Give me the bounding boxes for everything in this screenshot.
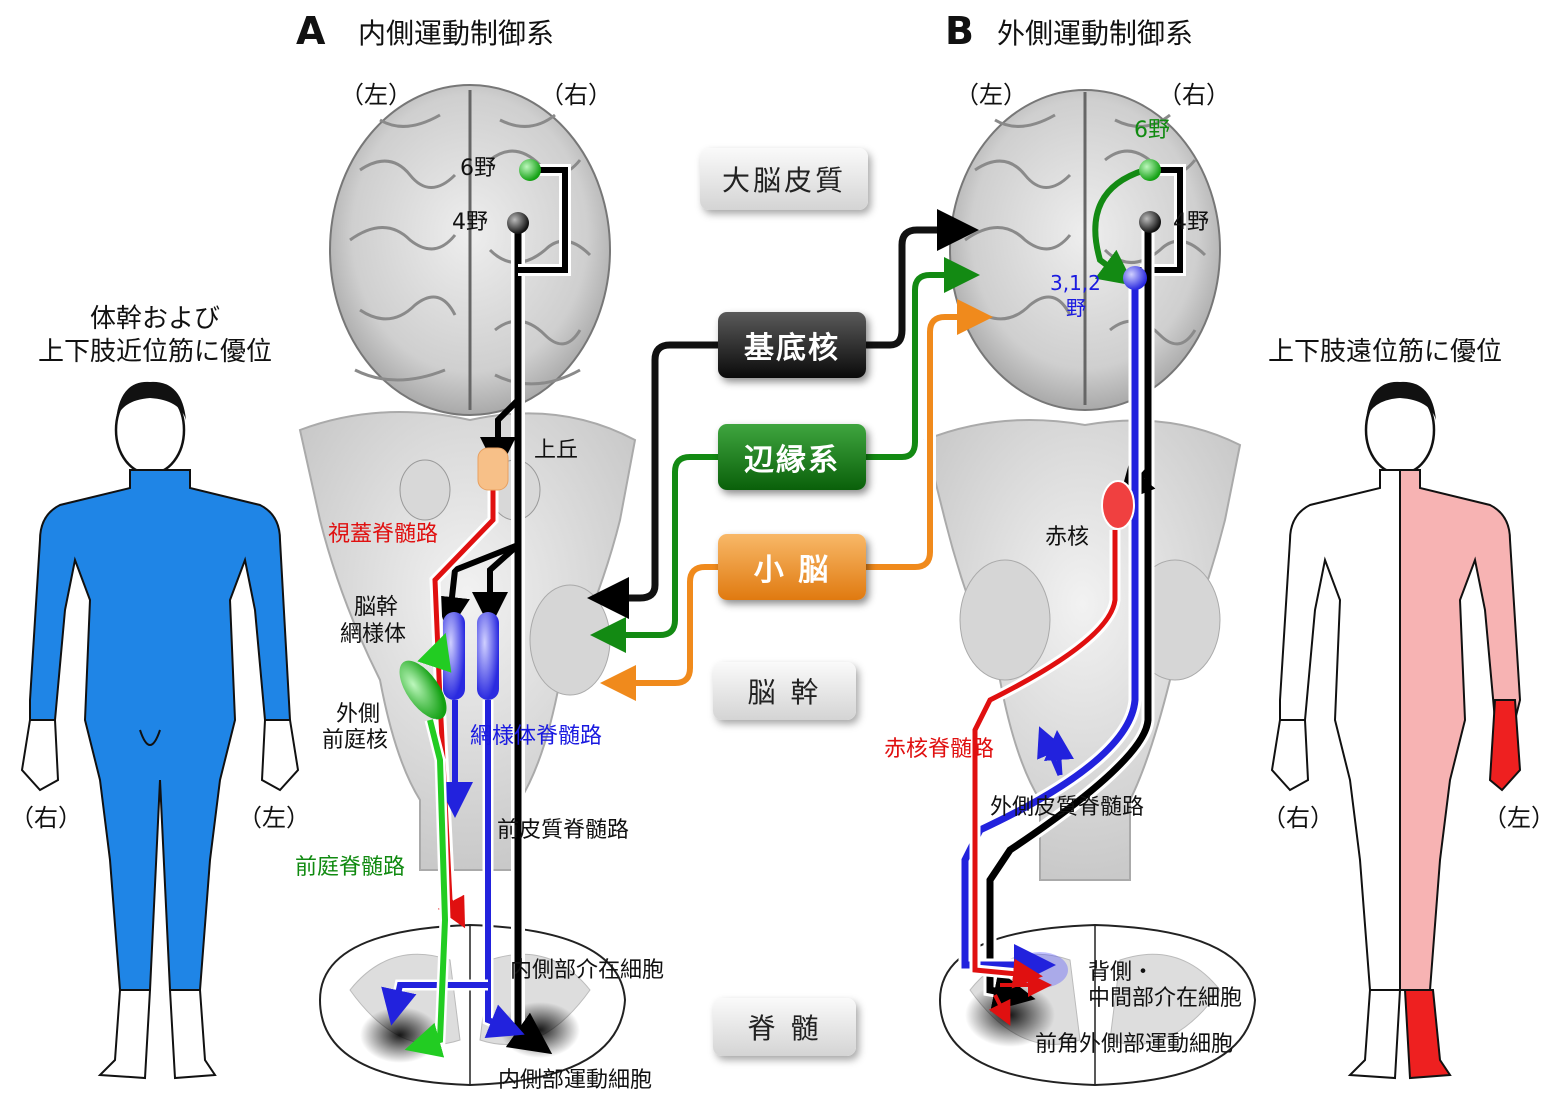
spinal-section-a — [320, 925, 625, 1085]
body-b-right-side: （右） — [1262, 805, 1334, 833]
area312-label-b-2: 野 — [1066, 297, 1086, 320]
red-nucleus-label: 赤核 — [1045, 525, 1089, 550]
vestibulospinal-label: 前庭脊髄路 — [295, 855, 405, 880]
area6-dot-a — [519, 159, 541, 181]
brain-b-left-label: （左） — [955, 82, 1027, 110]
dorsal-interneuron-label-2: 中間部介在細胞 — [1088, 986, 1242, 1011]
body-figure-lateral — [1272, 382, 1520, 1078]
body-a-left-side: （左） — [238, 805, 310, 833]
area4-label-b: 4野 — [1173, 210, 1209, 235]
tectospinal-label: 視蓋脊髄路 — [328, 522, 438, 547]
medial-body-caption-1: 体幹および — [10, 305, 300, 335]
panel-a-title: 内側運動制御系 — [358, 18, 554, 50]
area4-label-a: 4野 — [452, 210, 488, 235]
basal-ganglia-box: 基底核 — [718, 312, 866, 378]
lateral-body-caption: 上下肢遠位筋に優位 — [1268, 338, 1502, 368]
reticular-label-1: 脳幹 — [354, 595, 398, 620]
area312-label-b-1: 3,1,2 — [1050, 272, 1101, 295]
level-brainstem-box: 脳 幹 — [713, 662, 856, 720]
limbic-label: 辺縁系 — [744, 435, 840, 479]
medial-motor-neuron-label: 内側部運動細胞 — [498, 1068, 652, 1093]
level-cortex-label: 大脳皮質 — [722, 159, 846, 199]
reticular-label-2: 網様体 — [340, 622, 406, 647]
brain-a-left-label: （左） — [340, 82, 412, 110]
limbic-box: 辺縁系 — [718, 424, 866, 490]
vestibular-nucleus-label-2: 前庭核 — [322, 728, 388, 753]
vestibular-nucleus-label-1: 外側 — [336, 702, 380, 727]
medial-interneuron-label: 内側部介在細胞 — [510, 958, 664, 983]
level-cortex-box: 大脳皮質 — [700, 148, 868, 210]
area312-dot-b — [1123, 266, 1147, 290]
rubrospinal-label: 赤核脊髄路 — [884, 737, 994, 762]
cerebellum-box: 小 脳 — [718, 534, 866, 600]
level-brainstem-label: 脳 幹 — [748, 671, 822, 711]
cerebellum-label: 小 脳 — [754, 545, 830, 589]
lateral-corticospinal-label: 外側皮質脊髄路 — [990, 795, 1144, 820]
panel-a-letter: A — [296, 10, 325, 54]
body-figure-medial — [22, 382, 298, 1078]
area6-label-b: 6野 — [1134, 118, 1170, 143]
medial-body-caption-2: 上下肢近位筋に優位 — [10, 338, 300, 368]
reticulospinal-label: 網様体脊髄路 — [470, 724, 602, 749]
panel-b-letter: B — [945, 10, 974, 54]
body-a-right-side: （右） — [10, 805, 82, 833]
area4-dot-a — [507, 212, 529, 234]
lateral-motor-neuron-label: 前角外側部運動細胞 — [1035, 1032, 1233, 1057]
basal-ganglia-label: 基底核 — [744, 323, 840, 367]
level-spinal-box: 脊 髄 — [713, 998, 856, 1056]
anterior-corticospinal-label: 前皮質脊髄路 — [497, 818, 629, 843]
panel-b-title: 外側運動制御系 — [997, 18, 1193, 50]
dorsal-interneuron-label-1: 背側・ — [1088, 960, 1154, 985]
level-spinal-label: 脊 髄 — [748, 1007, 822, 1047]
brain-b-right-label: （右） — [1158, 82, 1230, 110]
brain-a-right-label: （右） — [540, 82, 612, 110]
area4-dot-b — [1139, 211, 1161, 233]
area6-dot-b — [1139, 159, 1161, 181]
superior-colliculus-label: 上丘 — [534, 438, 578, 463]
body-b-left-side: （左） — [1483, 805, 1543, 833]
area6-label-a: 6野 — [460, 156, 496, 181]
red-nucleus — [1102, 481, 1134, 529]
